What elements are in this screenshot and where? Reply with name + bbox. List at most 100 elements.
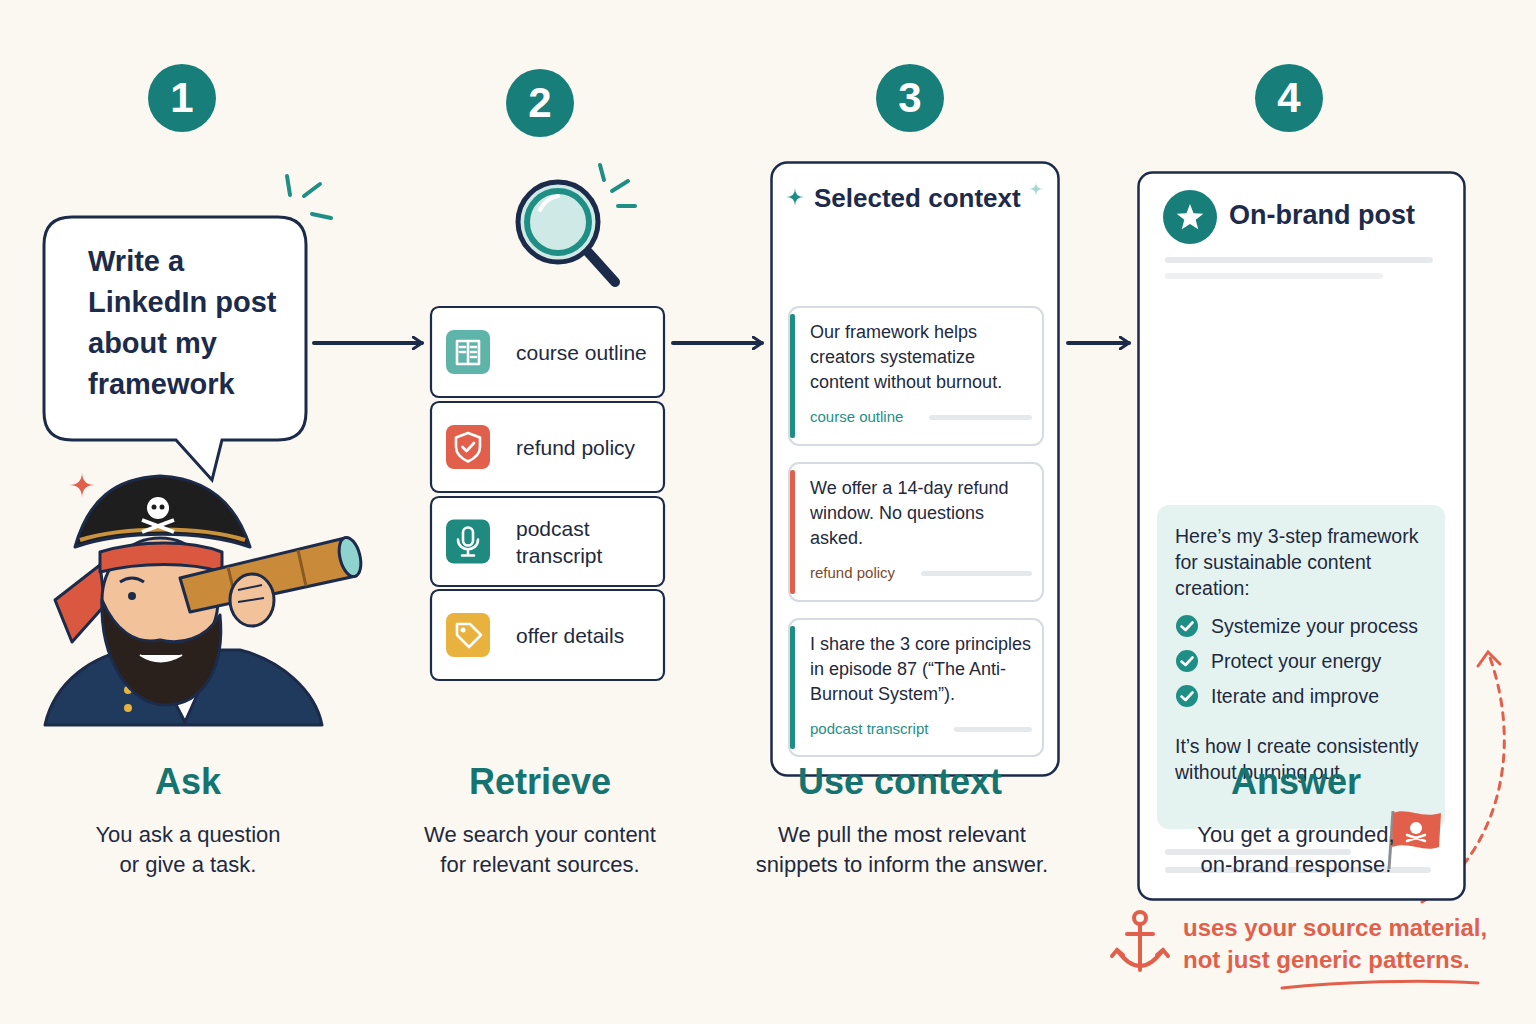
placeholder-line: [1165, 257, 1433, 263]
bubble-shape: [44, 217, 306, 480]
step-number-text: 1: [170, 74, 193, 122]
node-content: We offer a 14-day refund window. No ques…: [788, 462, 1044, 597]
source-row: refund policy: [810, 563, 1032, 583]
step-description: You get a grounded, on-brand response.: [1186, 820, 1406, 880]
panel-border: [1139, 173, 1465, 900]
source-icon: [446, 425, 490, 469]
node-content: Our framework helps creators systematize…: [788, 306, 1044, 441]
sparkle: [786, 188, 804, 206]
flow-arrow: [314, 341, 422, 345]
step-title: Ask: [58, 760, 318, 804]
checklist-row: Protect your energy: [1175, 648, 1429, 674]
note-underline: [1282, 981, 1478, 988]
anchor-icon: [1112, 912, 1168, 970]
step-description: We pull the most relevant snippets to in…: [747, 820, 1057, 880]
pirate-figure: [80, 530, 245, 541]
snippet-text: I share the 3 core principles in episode…: [810, 632, 1032, 707]
panel-title: Selected context: [814, 181, 1030, 215]
source-card: course outline: [430, 306, 665, 398]
magnifier-icon: [527, 191, 589, 253]
source-name: podcast transcript: [810, 719, 928, 739]
accent-bar: [790, 314, 795, 438]
badge-circle: [506, 69, 574, 137]
checklist-item: Protect your energy: [1211, 648, 1381, 674]
snippet-border: [789, 307, 1043, 445]
source-icon: [446, 613, 490, 657]
sparkle-ticks: [618, 204, 635, 208]
note-underline: [1282, 981, 1478, 988]
source-row: course outline: [810, 407, 1032, 427]
pirate-figure: [128, 592, 136, 600]
source-icon: [446, 520, 490, 564]
check-mark: [1182, 693, 1193, 701]
pirate-figure: [152, 505, 157, 510]
check-icon: [1175, 649, 1199, 673]
magnifier-icon: [588, 252, 615, 282]
sparkle-ticks: [600, 165, 604, 180]
source-card: podcast transcript: [430, 496, 665, 587]
placeholder-line: [1165, 273, 1383, 279]
pirate-figure: [147, 497, 169, 519]
placeholder-line: [929, 415, 1032, 420]
node-content: 4: [1255, 64, 1323, 132]
source-name: course outline: [810, 407, 903, 427]
snippet-card: I share the 3 core principles in episode…: [788, 618, 1044, 757]
step-title: Use context: [730, 760, 1070, 804]
step-number-text: 2: [528, 79, 551, 127]
check-icon: [1175, 684, 1199, 708]
step-number: 4: [1255, 64, 1323, 132]
node-content: 3: [876, 64, 944, 132]
anchor-icon: [1112, 950, 1168, 956]
pirate-figure: [335, 535, 364, 579]
pirate-figure: [160, 505, 165, 510]
check-mark: [1182, 623, 1193, 631]
node-content: podcast transcript: [430, 496, 665, 587]
flag-skull: [1410, 822, 1422, 834]
snippet-text: We offer a 14-day refund window. No ques…: [810, 476, 1032, 551]
pirate-figure: [120, 578, 144, 582]
red-sparkle: [69, 472, 95, 498]
icon-glyph: [461, 628, 466, 633]
step-description: We search your content for relevant sour…: [410, 820, 670, 880]
callout-note: uses your source material, not just gene…: [1183, 912, 1503, 976]
card-border: [431, 307, 664, 397]
check-icon: [1175, 614, 1199, 638]
source-card: refund policy: [430, 401, 665, 493]
check-mark: [1182, 658, 1193, 666]
icon-tile: [446, 330, 490, 374]
icon-glyph: [457, 624, 481, 647]
step-number-text: 4: [1277, 74, 1300, 122]
pirate-figure: [298, 550, 306, 586]
post-text: Here’s my 3-step framework for sustainab…: [1175, 523, 1429, 601]
sparkle-ticks: [304, 184, 320, 196]
icon-glyph: [458, 528, 478, 556]
pirate-flag: [1389, 811, 1441, 869]
node-content: Selected context: [770, 161, 1060, 215]
icon-glyph: [456, 433, 480, 462]
pirate-figure: [142, 520, 174, 532]
snippet-card: Our framework helps creators systematize…: [788, 306, 1044, 446]
speech-bubble: Write a LinkedIn post about my framework: [44, 217, 306, 440]
node-content: 1: [148, 64, 216, 132]
check-circle: [1176, 615, 1198, 637]
sparkle: [1029, 182, 1043, 196]
source-label: course outline: [516, 339, 647, 366]
accent-bar: [790, 470, 795, 594]
context-panel: Our framework helps creators systematize…: [770, 161, 1060, 777]
placeholder-line: [921, 571, 1032, 576]
pirate-figure: [75, 476, 250, 547]
check-circle: [1176, 650, 1198, 672]
node-content: On-brand post: [1137, 171, 1466, 232]
checklist-row: Iterate and improve: [1175, 683, 1429, 709]
source-icon: [446, 330, 490, 374]
pirate-figure: [100, 543, 222, 572]
node-content: offer details: [430, 589, 665, 681]
dashed-callout-arrow: [1478, 652, 1500, 666]
node-outline: [430, 496, 665, 587]
node-content: course outline: [430, 306, 665, 398]
card-border: [431, 590, 664, 680]
icon-tile: [446, 613, 490, 657]
sparkle-ticks: [287, 176, 290, 195]
prompt-text: Write a LinkedIn post about my framework: [88, 241, 290, 405]
badge-circle: [1255, 64, 1323, 132]
